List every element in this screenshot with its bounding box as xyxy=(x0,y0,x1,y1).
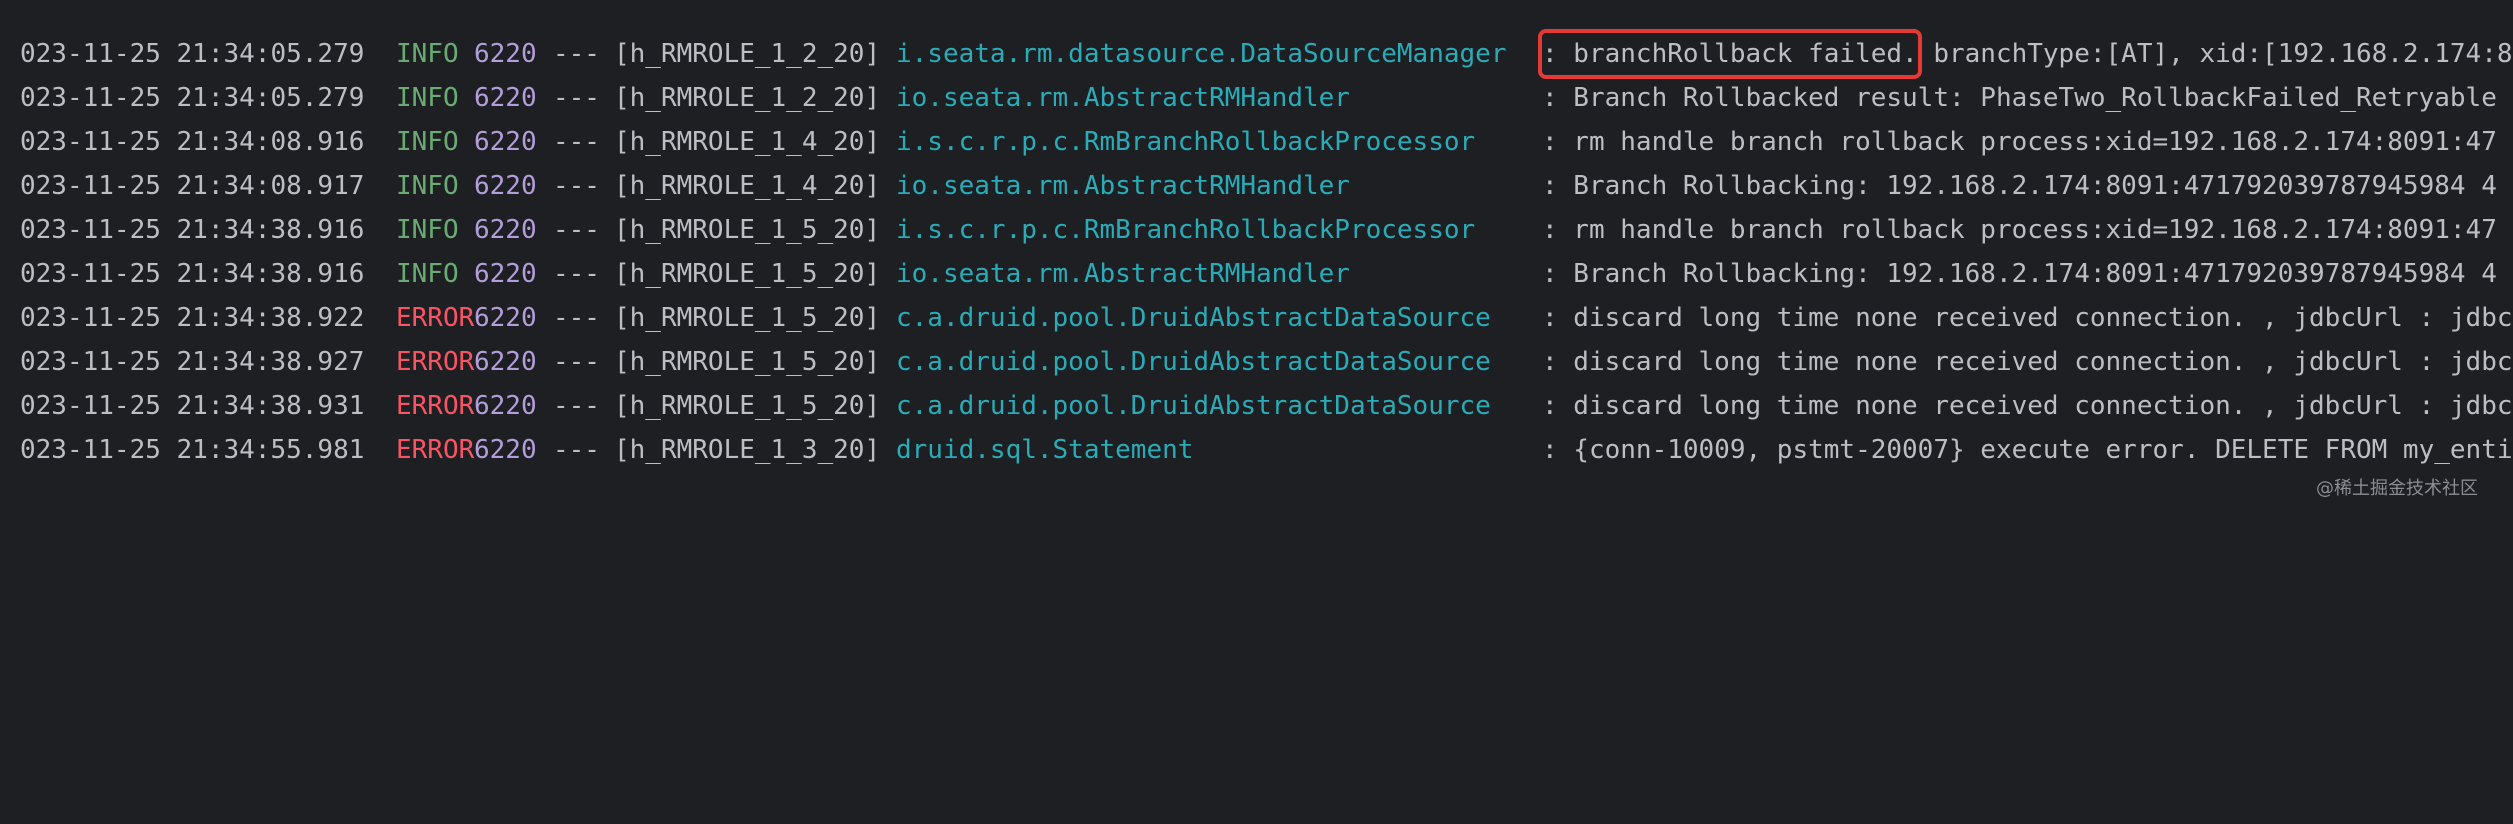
log-thread: [h_RMROLE_1_5_20] xyxy=(614,215,881,245)
log-level: INFO xyxy=(396,259,459,289)
log-pid: 6220 xyxy=(474,171,537,201)
log-timestamp: 023-11-25 21:34:38.916 xyxy=(20,215,365,245)
log-logger: druid.sql.Statement xyxy=(896,435,1194,465)
log-pid: 6220 xyxy=(474,435,537,465)
log-timestamp: 023-11-25 21:34:38.916 xyxy=(20,259,365,289)
log-logger: io.seata.rm.AbstractRMHandler xyxy=(896,259,1350,289)
log-separator: --- xyxy=(553,127,600,157)
log-thread: [h_RMROLE_1_4_20] xyxy=(614,171,881,201)
log-pid: 6220 xyxy=(474,39,537,69)
log-level: INFO xyxy=(396,171,459,201)
log-message: : {conn-10009, pstmt-20007} execute erro… xyxy=(1542,435,2513,465)
log-separator: --- xyxy=(553,347,600,377)
log-separator: --- xyxy=(553,259,600,289)
log-separator: --- xyxy=(553,171,600,201)
log-line: 023-11-25 21:34:05.279 INFO 6220 --- [h_… xyxy=(20,32,2513,76)
log-level: ERROR xyxy=(396,303,475,333)
log-message: : branchRollback failed. branchType:[AT]… xyxy=(1542,39,2513,69)
log-timestamp: 023-11-25 21:34:08.917 xyxy=(20,171,365,201)
log-level: INFO xyxy=(396,215,459,245)
log-logger: i.seata.rm.datasource.DataSourceManager xyxy=(896,39,1507,69)
log-level: INFO xyxy=(396,127,459,157)
log-timestamp: 023-11-25 21:34:38.922 xyxy=(20,303,365,333)
log-separator: --- xyxy=(553,391,600,421)
log-thread: [h_RMROLE_1_4_20] xyxy=(614,127,881,157)
log-timestamp: 023-11-25 21:34:38.927 xyxy=(20,347,365,377)
log-timestamp: 023-11-25 21:34:38.931 xyxy=(20,391,365,421)
log-line: 023-11-25 21:34:38.931 ERROR 6220 --- [h… xyxy=(20,384,2513,428)
log-level: ERROR xyxy=(396,347,475,377)
log-pid: 6220 xyxy=(474,259,537,289)
log-thread: [h_RMROLE_1_3_20] xyxy=(614,435,881,465)
log-pid: 6220 xyxy=(474,391,537,421)
log-pid: 6220 xyxy=(474,83,537,113)
log-line: 023-11-25 21:34:38.916 INFO 6220 --- [h_… xyxy=(20,208,2497,252)
log-line: 023-11-25 21:34:08.916 INFO 6220 --- [h_… xyxy=(20,120,2497,164)
log-separator: --- xyxy=(553,83,600,113)
log-logger: io.seata.rm.AbstractRMHandler xyxy=(896,171,1350,201)
log-thread: [h_RMROLE_1_2_20] xyxy=(614,39,881,69)
log-level: ERROR xyxy=(396,391,475,421)
log-line: 023-11-25 21:34:55.981 ERROR 6220 --- [h… xyxy=(20,428,2513,472)
log-level: ERROR xyxy=(396,435,475,465)
log-line: 023-11-25 21:34:38.922 ERROR 6220 --- [h… xyxy=(20,296,2513,340)
log-line: 023-11-25 21:34:05.279 INFO 6220 --- [h_… xyxy=(20,76,2497,120)
log-timestamp: 023-11-25 21:34:05.279 xyxy=(20,39,365,69)
log-line: 023-11-25 21:34:08.917 INFO 6220 --- [h_… xyxy=(20,164,2497,208)
log-pid: 6220 xyxy=(474,347,537,377)
log-level: INFO xyxy=(396,39,459,69)
log-logger: c.a.druid.pool.DruidAbstractDataSource xyxy=(896,303,1491,333)
log-message: : discard long time none received connec… xyxy=(1542,347,2513,377)
log-thread: [h_RMROLE_1_5_20] xyxy=(614,391,881,421)
log-separator: --- xyxy=(553,215,600,245)
log-message: : rm handle branch rollback process:xid=… xyxy=(1542,215,2497,245)
log-separator: --- xyxy=(553,435,600,465)
log-thread: [h_RMROLE_1_5_20] xyxy=(614,259,881,289)
log-separator: --- xyxy=(553,303,600,333)
log-timestamp: 023-11-25 21:34:08.916 xyxy=(20,127,365,157)
watermark: @稀土掘金技术社区 xyxy=(2316,478,2478,499)
log-pid: 6220 xyxy=(474,127,537,157)
log-logger: io.seata.rm.AbstractRMHandler xyxy=(896,83,1350,113)
log-thread: [h_RMROLE_1_5_20] xyxy=(614,347,881,377)
log-logger: c.a.druid.pool.DruidAbstractDataSource xyxy=(896,347,1491,377)
log-message: : Branch Rollbacked result: PhaseTwo_Rol… xyxy=(1542,83,2497,113)
log-logger: c.a.druid.pool.DruidAbstractDataSource xyxy=(896,391,1491,421)
log-message: : Branch Rollbacking: 192.168.2.174:8091… xyxy=(1542,171,2497,201)
log-thread: [h_RMROLE_1_2_20] xyxy=(614,83,881,113)
log-logger: i.s.c.r.p.c.RmBranchRollbackProcessor xyxy=(896,127,1476,157)
log-line: 023-11-25 21:34:38.927 ERROR 6220 --- [h… xyxy=(20,340,2513,384)
log-console[interactable]: 023-11-25 21:34:05.279 INFO 6220 --- [h_… xyxy=(0,0,2513,510)
log-pid: 6220 xyxy=(474,215,537,245)
log-timestamp: 023-11-25 21:34:55.981 xyxy=(20,435,365,465)
log-separator: --- xyxy=(553,39,600,69)
log-message: : Branch Rollbacking: 192.168.2.174:8091… xyxy=(1542,259,2497,289)
log-message: : discard long time none received connec… xyxy=(1542,391,2513,421)
log-thread: [h_RMROLE_1_5_20] xyxy=(614,303,881,333)
log-pid: 6220 xyxy=(474,303,537,333)
log-line: 023-11-25 21:34:38.916 INFO 6220 --- [h_… xyxy=(20,252,2497,296)
log-logger: i.s.c.r.p.c.RmBranchRollbackProcessor xyxy=(896,215,1476,245)
log-level: INFO xyxy=(396,83,459,113)
log-message: : rm handle branch rollback process:xid=… xyxy=(1542,127,2497,157)
log-timestamp: 023-11-25 21:34:05.279 xyxy=(20,83,365,113)
log-message: : discard long time none received connec… xyxy=(1542,303,2513,333)
